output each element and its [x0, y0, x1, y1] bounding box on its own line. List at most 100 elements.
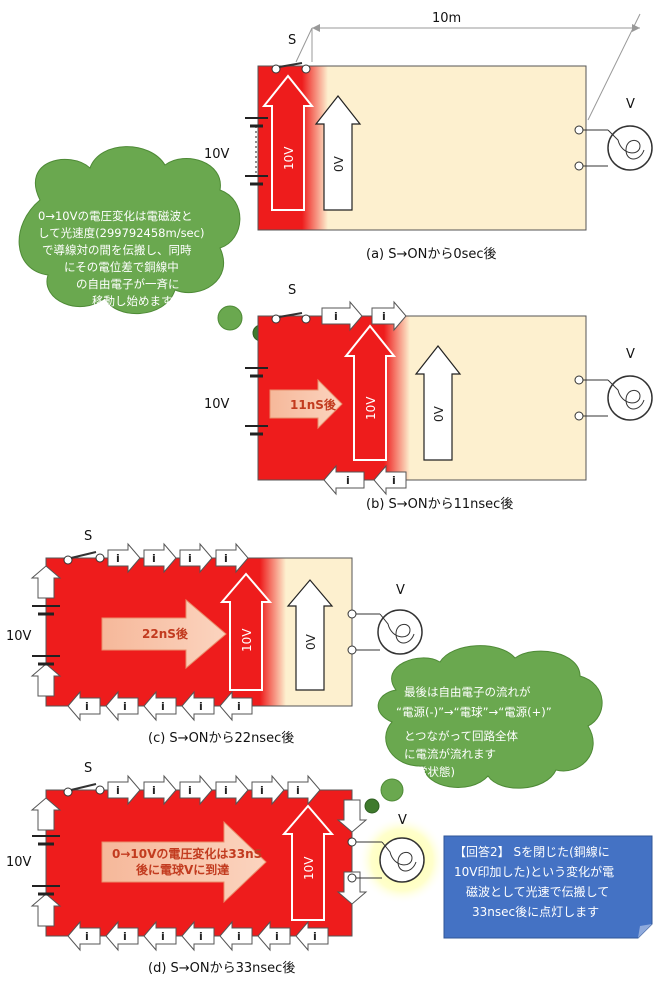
- svg-text:i: i: [85, 700, 89, 713]
- battery-label: 10V: [6, 855, 32, 870]
- svg-text:i: i: [123, 700, 127, 713]
- current-arrows-bottom: i i i i i i i: [67, 920, 329, 952]
- current-arrows-left: [30, 565, 62, 697]
- bubble1-line-4: にその電位差で銅線中: [64, 260, 179, 274]
- panel-d: S i i i i i i i i i i i: [6, 761, 446, 976]
- panel-b: S i i i i 10V 11nS後 10V 0V: [204, 283, 653, 512]
- svg-text:i: i: [260, 784, 264, 797]
- bulb-label: V: [398, 813, 407, 828]
- svg-text:i: i: [334, 310, 338, 323]
- current-arrows-top: i i i i i i: [107, 774, 321, 806]
- battery: [32, 605, 60, 666]
- bubble1-line-6: 移動し始めます。: [92, 294, 183, 308]
- arrow-10v: [261, 74, 315, 211]
- svg-text:i: i: [199, 930, 203, 943]
- svg-text:i: i: [224, 784, 228, 797]
- svg-text:i: i: [161, 700, 165, 713]
- arrow-0v: [414, 345, 462, 461]
- bulb-label: V: [626, 347, 635, 362]
- svg-text:i: i: [199, 700, 203, 713]
- current-arrows-bottom: i i: [323, 464, 407, 496]
- svg-text:22nS後: 22nS後: [142, 626, 189, 641]
- svg-text:0V: 0V: [432, 405, 446, 422]
- svg-text:i: i: [188, 552, 192, 565]
- svg-text:i: i: [161, 930, 165, 943]
- current-arrows-bottom: i i i i i: [67, 690, 253, 722]
- svg-text:i: i: [382, 310, 386, 323]
- caption-c: (c) S→ONから22nsec後: [148, 731, 294, 746]
- switch-label: S: [84, 529, 92, 544]
- svg-text:後に電球Vに到達: 後に電球Vに到達: [136, 862, 229, 877]
- arrow-time: [269, 378, 343, 430]
- current-arrows-left: [30, 797, 62, 927]
- bulb-label: V: [396, 583, 405, 598]
- bubble1-line-1: 0→10Vの電圧変化は電磁波と: [38, 209, 192, 223]
- svg-text:i: i: [85, 930, 89, 943]
- svg-text:i: i: [313, 930, 317, 943]
- svg-text:i: i: [392, 474, 396, 487]
- arrow-time: [101, 598, 227, 670]
- svg-text:i: i: [237, 930, 241, 943]
- svg-text:0V: 0V: [304, 633, 318, 650]
- svg-text:i: i: [152, 552, 156, 565]
- arrow-0v: [314, 95, 362, 211]
- svg-text:10V: 10V: [240, 628, 254, 652]
- switch-label: S: [84, 761, 92, 776]
- bulb: [574, 125, 653, 171]
- caption-a: (a) S→ONから0sec後: [366, 247, 497, 262]
- bubble2-line-5: (定常状態): [400, 765, 455, 779]
- arrow-time: [101, 820, 267, 904]
- current-arrows-top: i i: [321, 300, 407, 332]
- distance-label: 10m: [432, 11, 461, 26]
- arrow-10v: [219, 572, 273, 691]
- svg-text:0→10Vの電圧変化は33nS: 0→10Vの電圧変化は33nS: [112, 846, 262, 861]
- bulb: [347, 609, 423, 655]
- current-arrows-right: [336, 799, 368, 905]
- arrow-0v: [286, 579, 334, 691]
- battery: [245, 117, 268, 186]
- svg-text:10V: 10V: [364, 396, 378, 420]
- battery-label: 10V: [6, 629, 32, 644]
- bubble1-line-3: で導線対の間を伝搬し、同時: [42, 243, 192, 257]
- thought-bubble-1: 0→10Vの電圧変化は電磁波と して光速度(299792458m/sec) で導…: [18, 146, 270, 342]
- answer-line-2: 10V印加した)という変化が電: [454, 864, 614, 879]
- bubble1-line-2: して光速度(299792458m/sec): [38, 226, 204, 240]
- bulb-lit: [347, 816, 446, 904]
- svg-text:10V: 10V: [282, 146, 296, 170]
- caption-d: (d) S→ONから33nsec後: [148, 961, 295, 976]
- svg-text:i: i: [237, 700, 241, 713]
- battery: [245, 367, 268, 436]
- bubble2-line-3: とつながって回路全体: [404, 729, 518, 743]
- battery: [32, 835, 60, 896]
- svg-text:i: i: [123, 930, 127, 943]
- svg-text:i: i: [116, 784, 120, 797]
- answer-line-3: 磁波として光速で伝搬して: [466, 884, 609, 899]
- answer-line-1: 【回答2】 Sを閉じた(銅線に: [454, 844, 610, 859]
- bulb: [574, 375, 653, 421]
- battery-label: 10V: [204, 147, 230, 162]
- svg-text:10V: 10V: [302, 856, 316, 880]
- svg-text:i: i: [224, 552, 228, 565]
- svg-text:i: i: [188, 784, 192, 797]
- bubble1-line-5: の自由電子が一斉に: [76, 277, 180, 291]
- current-arrows-top: i i i i: [107, 542, 249, 574]
- answer-line-4: 33nsec後に点灯します: [472, 905, 599, 919]
- svg-text:11nS後: 11nS後: [290, 397, 337, 412]
- bubble2-line-1: 最後は自由電子の流れが: [404, 685, 531, 699]
- arrow-10v: [343, 324, 397, 461]
- svg-text:i: i: [275, 930, 279, 943]
- bulb-label: V: [626, 97, 635, 112]
- svg-text:i: i: [296, 784, 300, 797]
- answer-box: 【回答2】 Sを閉じた(銅線に 10V印加した)という変化が電 磁波として光速で…: [443, 835, 653, 939]
- svg-text:i: i: [116, 552, 120, 565]
- battery-label: 10V: [204, 397, 230, 412]
- bubble2-line-4: に電流が流れます: [404, 747, 496, 761]
- panel-c: S i i i i i i i i i: [6, 529, 423, 746]
- caption-b: (b) S→ONから11nsec後: [366, 497, 513, 512]
- svg-text:i: i: [346, 474, 350, 487]
- arrow-10v: [281, 804, 335, 921]
- switch-label: S: [288, 33, 296, 48]
- thought-bubble-2: 最後は自由電子の流れが “電源(-)”→“電球”→“電源(+)” とつながって回…: [364, 645, 603, 814]
- svg-text:0V: 0V: [332, 155, 346, 172]
